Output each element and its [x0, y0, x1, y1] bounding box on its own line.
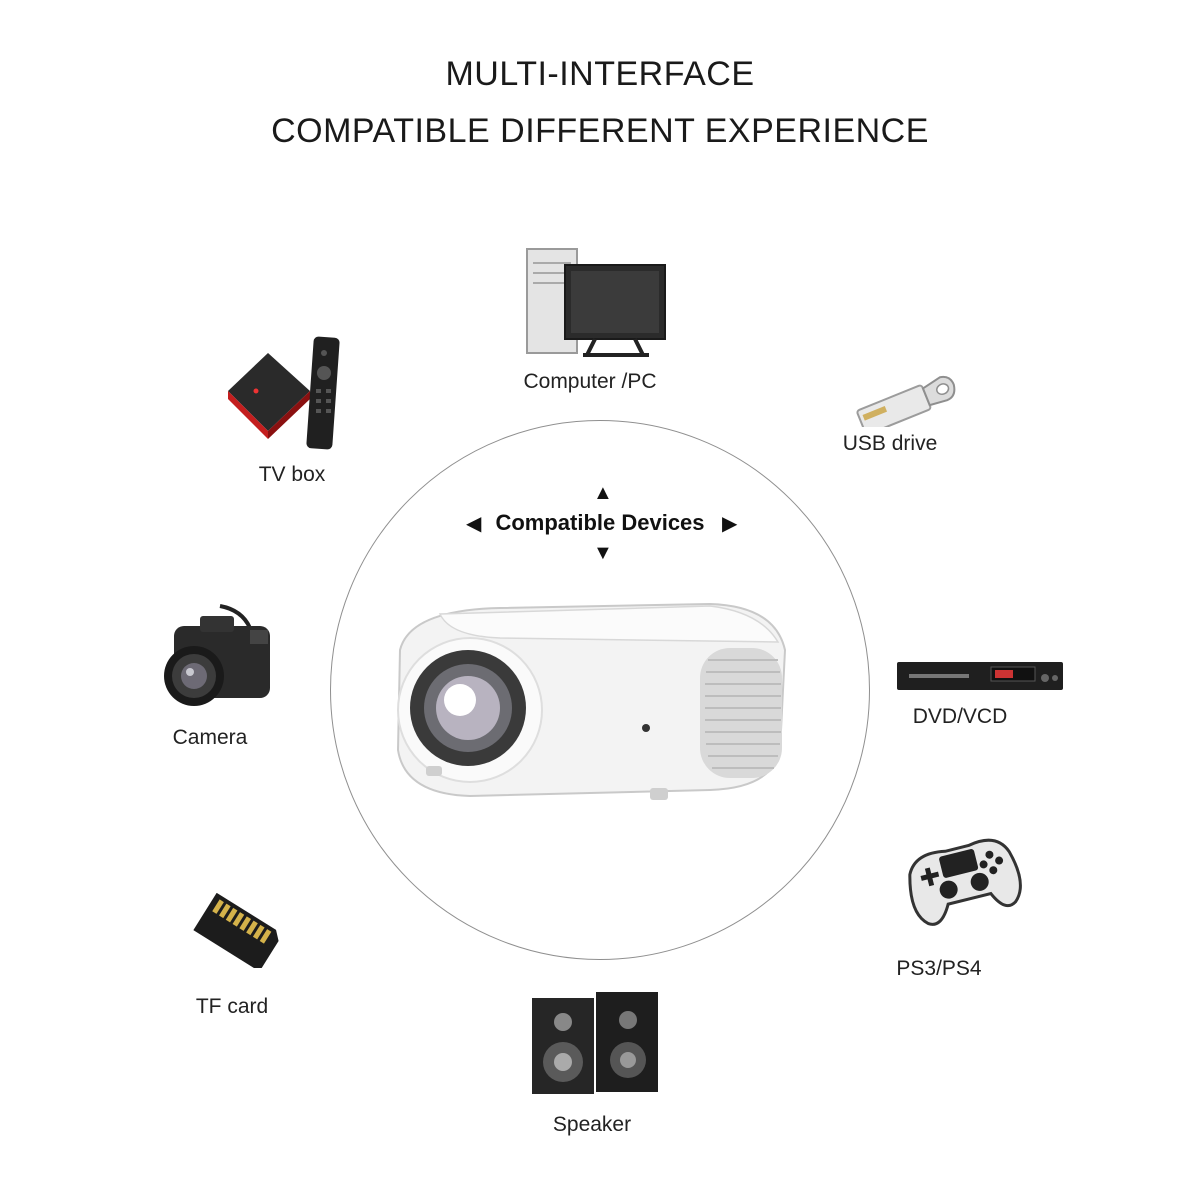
usb-drive-label: USB drive — [842, 432, 938, 455]
game-controller-icon — [892, 822, 1032, 932]
camera-icon — [160, 600, 280, 715]
arrow-down-icon: ▼ — [593, 542, 613, 564]
ps3-ps4-label: PS3/PS4 — [896, 957, 982, 980]
tf-card-label: TF card — [195, 995, 269, 1018]
tv-box-label: TV box — [258, 463, 326, 486]
arrow-right-icon: ▶ — [722, 513, 738, 535]
camera-label: Camera — [172, 726, 248, 749]
computer-pc-label: Computer /PC — [523, 370, 657, 393]
computer-pc-icon — [525, 245, 670, 360]
compatible-devices-label: Compatible Devices — [495, 510, 705, 535]
arrow-left-icon: ◀ — [466, 513, 482, 535]
dvd-vcd-label: DVD/VCD — [912, 705, 1008, 728]
usb-drive-icon — [850, 372, 960, 427]
device-ring — [330, 420, 870, 960]
speaker-label: Speaker — [552, 1113, 632, 1136]
heading-line-2: COMPATIBLE DIFFERENT EXPERIENCE — [271, 112, 929, 150]
heading-line-1: MULTI-INTERFACE — [445, 55, 755, 93]
tf-card-icon — [188, 893, 293, 968]
dvd-vcd-icon — [895, 658, 1065, 694]
arrow-up-icon: ▲ — [593, 482, 613, 504]
speaker-icon — [528, 988, 678, 1096]
tv-box-icon — [218, 333, 348, 458]
projector-icon — [380, 590, 800, 820]
